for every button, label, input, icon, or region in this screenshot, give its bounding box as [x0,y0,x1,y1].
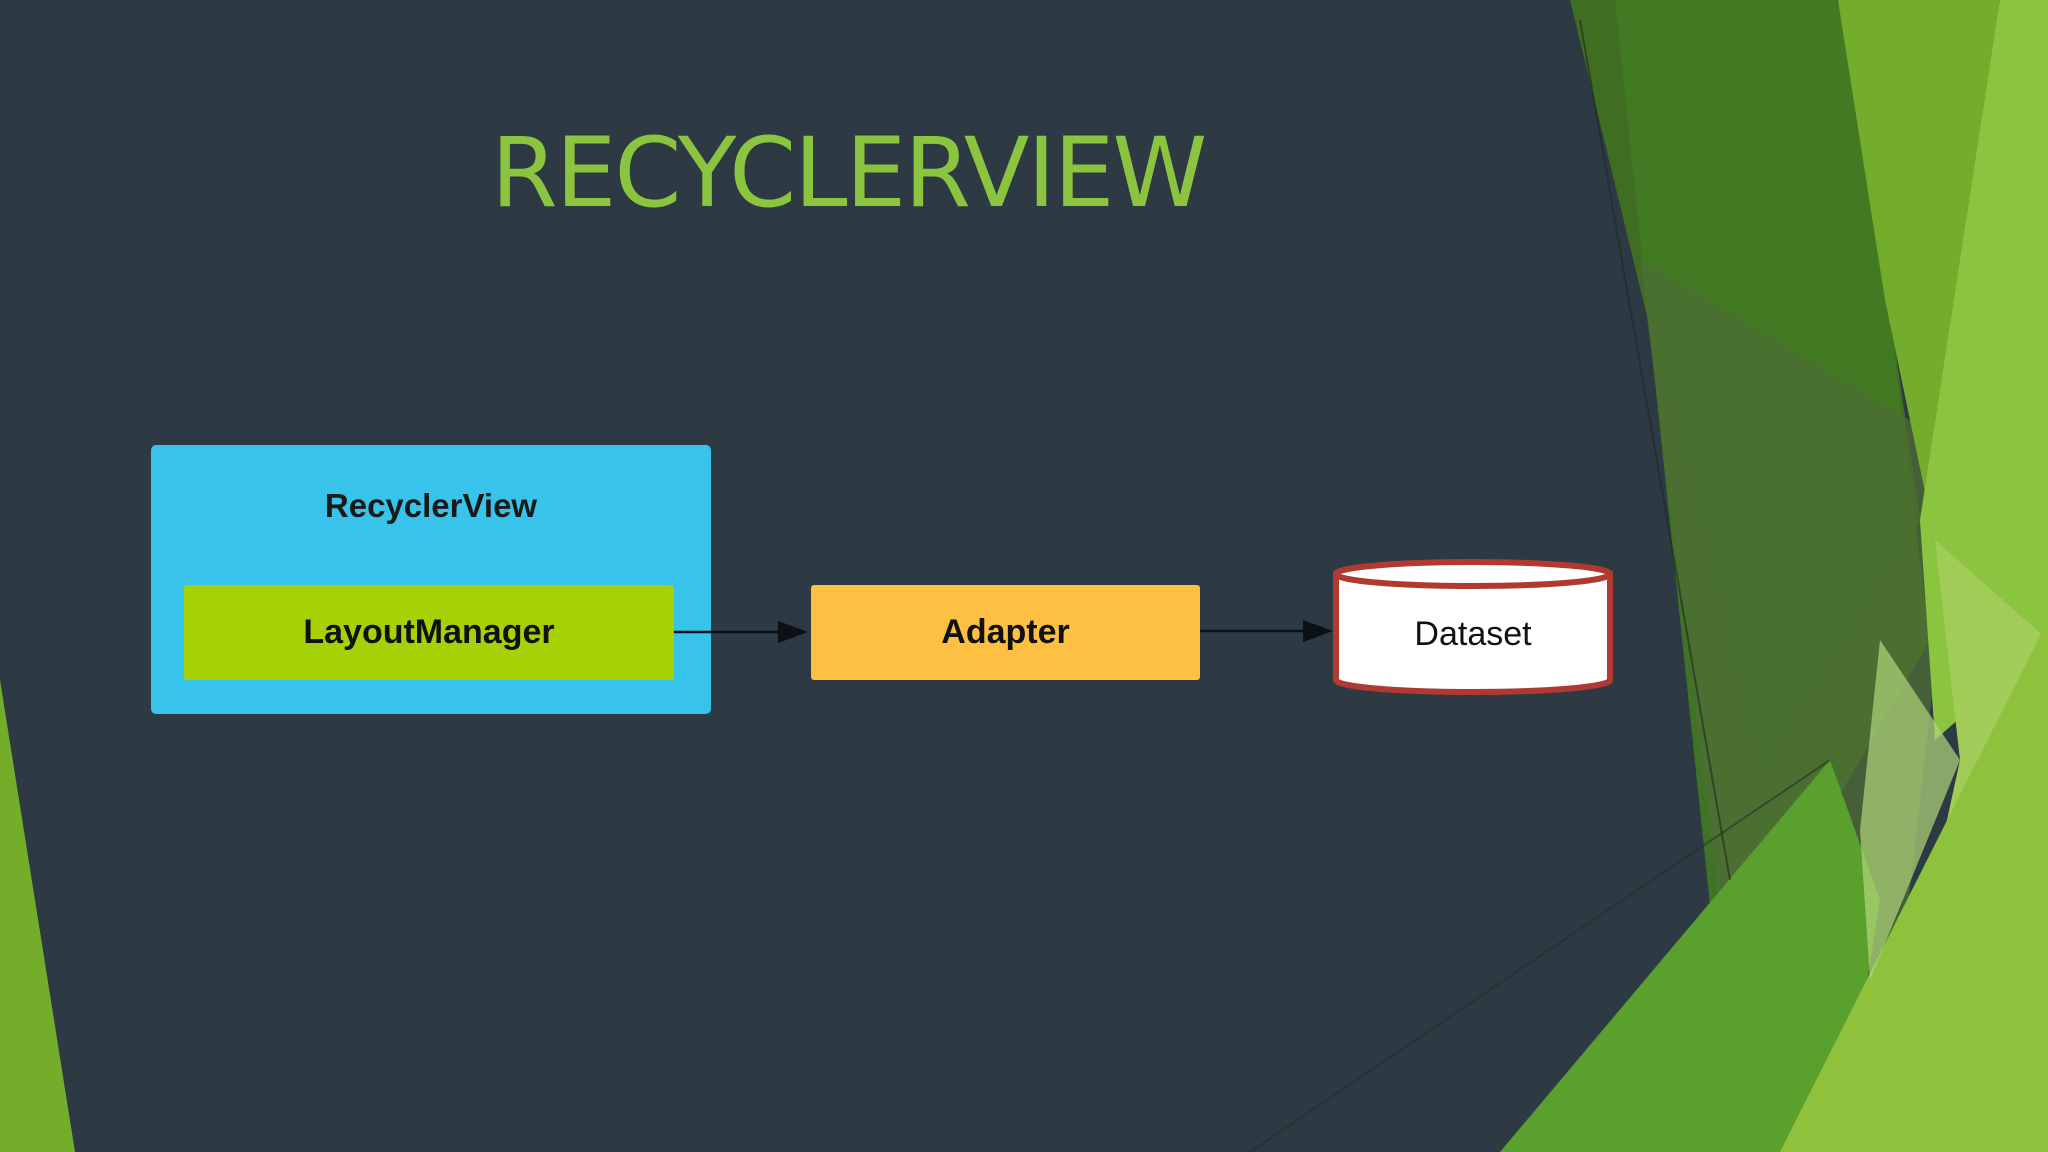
adapter-label: Adapter [941,613,1070,651]
recyclerview-label: RecyclerView [324,487,538,524]
right-facet-highlight [1860,640,1960,980]
thin-line-1 [1579,19,1731,881]
edge-adapter-to-dataset [1200,620,1333,642]
dataset-cylinder-body [1333,571,1613,695]
dataset-label: Dataset [1414,614,1532,653]
slide-title: RECYCLERVIEW [491,117,1207,229]
right-facet-lime [1920,0,2048,740]
edge-layoutmanager-to-adapter [674,621,808,643]
arrow-head-2 [1303,620,1333,642]
thin-line-2 [1249,759,1831,1152]
left-green-shape [0,680,75,1152]
layoutmanager-node: LayoutManager [184,585,674,680]
adapter-node: Adapter [811,585,1200,680]
dataset-cylinder-top [1333,559,1613,589]
dataset-node [1333,559,1613,695]
right-facet-bright [1838,0,2000,540]
right-facet-lime-low [1780,620,2048,1152]
right-facet-green-low [1500,760,1880,1152]
arrow-head-1 [778,621,808,643]
layoutmanager-label: LayoutManager [303,613,555,651]
